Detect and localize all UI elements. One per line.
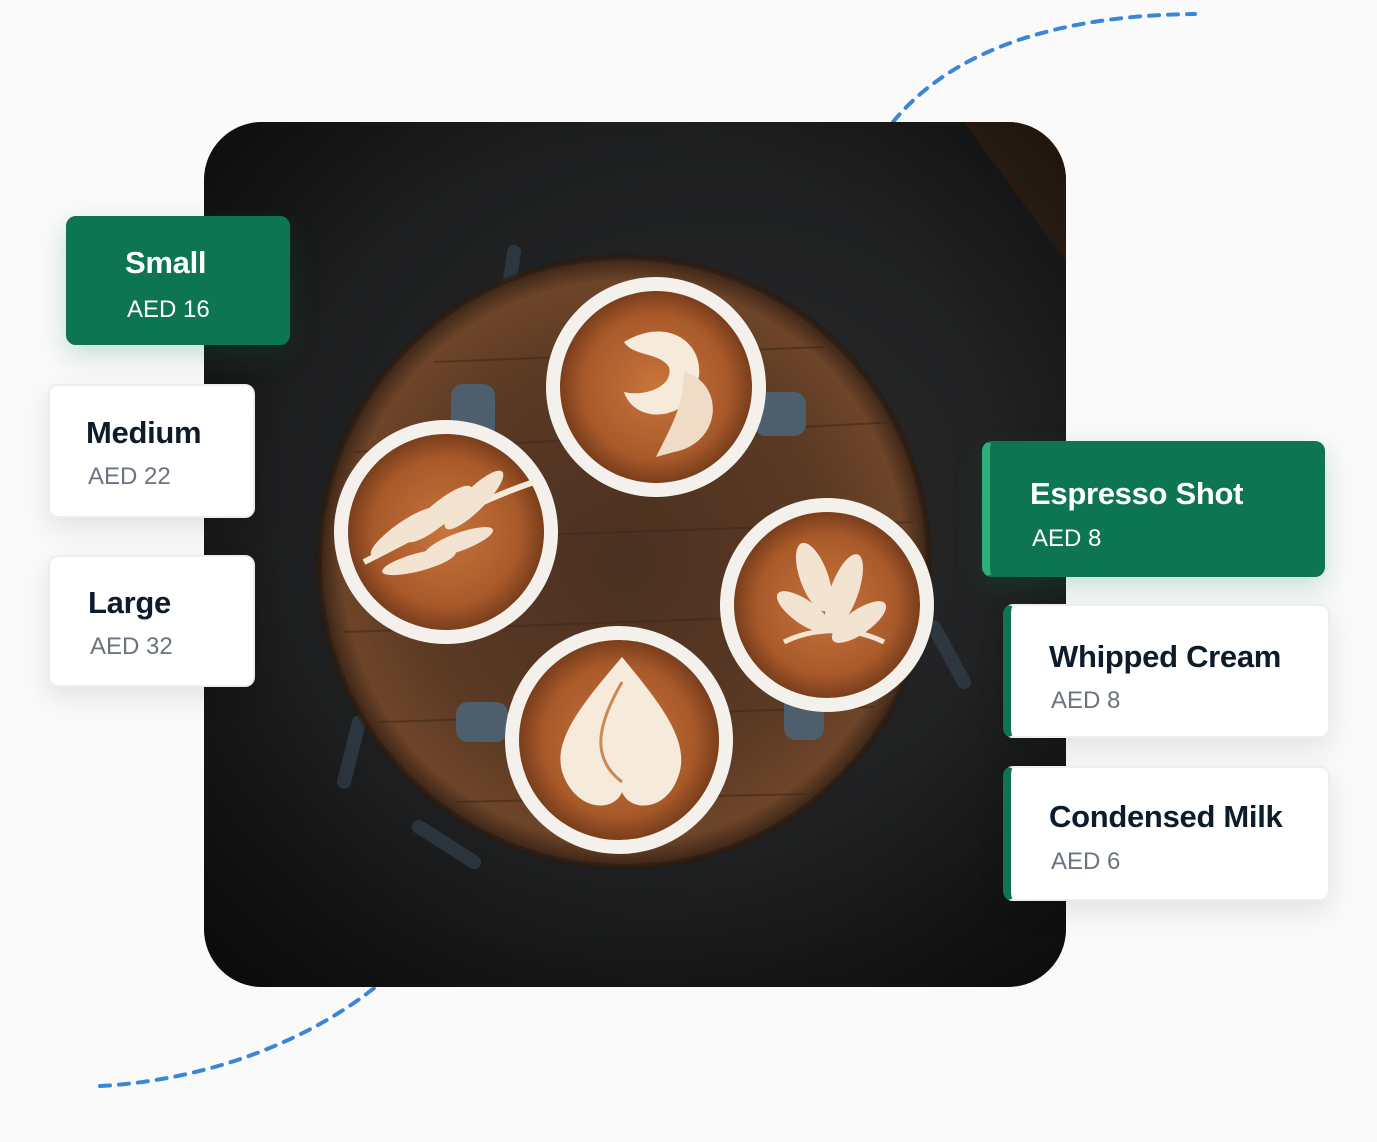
size-option-large[interactable]: Large AED 32: [48, 555, 255, 687]
addon-option-whipped-cream[interactable]: Whipped Cream AED 8: [1003, 604, 1330, 738]
decor-dashed-curve-top: [891, 12, 1197, 124]
addon-price: AED 8: [1051, 687, 1121, 714]
size-price: AED 22: [88, 463, 171, 490]
addon-price: AED 8: [1032, 525, 1102, 552]
size-option-small[interactable]: Small AED 16: [66, 216, 290, 345]
addon-option-espresso-shot[interactable]: Espresso Shot AED 8: [982, 441, 1325, 577]
size-name: Large: [88, 585, 171, 620]
addon-name: Whipped Cream: [1049, 639, 1282, 674]
size-price: AED 16: [127, 296, 210, 323]
coffee-photo: [204, 122, 1066, 987]
decor-dashed-curve-bottom: [98, 983, 380, 1088]
size-name: Medium: [86, 415, 202, 450]
addon-name: Condensed Milk: [1049, 799, 1283, 834]
size-name: Small: [125, 245, 207, 280]
size-price: AED 32: [90, 633, 173, 660]
size-option-medium[interactable]: Medium AED 22: [48, 384, 255, 518]
addon-option-condensed-milk[interactable]: Condensed Milk AED 6: [1003, 766, 1330, 901]
addon-name: Espresso Shot: [1030, 476, 1244, 511]
addon-price: AED 6: [1051, 848, 1121, 875]
